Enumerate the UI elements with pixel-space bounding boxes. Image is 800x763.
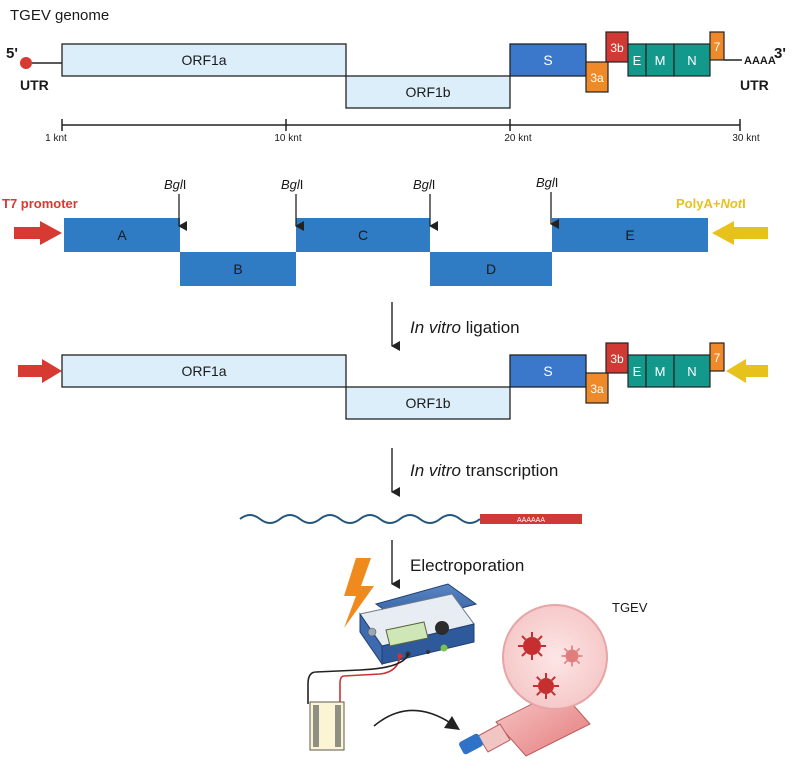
electroporator	[359, 583, 478, 666]
polya-arrow	[726, 359, 768, 383]
g7-box	[709, 342, 725, 372]
s-gene-box	[509, 43, 587, 77]
e-gene-label: E	[633, 53, 642, 68]
electroporation-step-label: Electroporation	[410, 556, 524, 575]
virus-icon	[518, 632, 546, 660]
utr3-label: UTR	[740, 77, 769, 93]
genome-scale: 1 knt 10 knt 20 knt 30 knt	[45, 119, 760, 144]
e-gene-label: E	[633, 364, 642, 379]
lightning-icon	[344, 558, 374, 628]
orf1b-label: ORF1b	[405, 395, 450, 411]
bgli-site-label: BglI	[536, 175, 558, 190]
m-gene-label: M	[655, 53, 666, 68]
orf1a-label: ORF1a	[181, 363, 226, 379]
virus-label: TGEV	[612, 600, 648, 615]
bgli-site-label: BglI	[413, 177, 435, 192]
polya-arrow	[712, 221, 768, 245]
g3a-label: 3a	[590, 71, 604, 85]
red-cable	[339, 655, 401, 704]
fragment-c-label: C	[358, 227, 368, 243]
fragment-c	[296, 218, 430, 252]
g7-box	[709, 31, 725, 61]
g3b-label: 3b	[610, 41, 624, 55]
fragment-assembly: T7 promoter PolyA+NotI A B C D E BglI Bg…	[2, 175, 768, 286]
s-gene-label: S	[543, 52, 552, 68]
t7-arrow	[14, 221, 62, 245]
t7-arrow	[18, 359, 62, 383]
g3a-box	[585, 372, 609, 404]
utr5-label: UTR	[20, 77, 49, 93]
bgli-site-label: BglI	[164, 177, 186, 192]
ligation-step-label: In vitro ligation	[410, 318, 520, 337]
flask-cap	[459, 733, 483, 755]
machine-indicator	[367, 627, 377, 637]
machine-knob	[435, 621, 449, 635]
orf1b-box	[345, 75, 511, 109]
black-cable	[307, 653, 409, 704]
figure-title: TGEV genome	[10, 7, 109, 24]
polya-noti-label: PolyA+NotI	[676, 196, 746, 211]
orf1a-box	[61, 354, 347, 388]
n-gene-label: N	[687, 364, 696, 379]
polya-tail	[480, 514, 582, 524]
rna-transcript: AAAAAA	[239, 514, 582, 524]
virus-icon	[561, 645, 583, 667]
bgli-site-label: BglI	[281, 177, 303, 192]
three-prime-label: 3'	[774, 45, 786, 62]
g7-label: 7	[714, 351, 721, 365]
five-prime-label: 5'	[6, 45, 18, 62]
orf1a-label: ORF1a	[181, 52, 226, 68]
scale-tick-label: 1 knt	[45, 133, 67, 144]
transcription-step-label: In vitro transcription	[410, 461, 558, 480]
orf1b-box	[345, 386, 511, 420]
m-gene-box	[645, 43, 675, 77]
transfer-arrow	[373, 709, 453, 727]
s-gene-label: S	[543, 363, 552, 379]
cuvette	[309, 701, 345, 751]
orf1b-label: ORF1b	[405, 84, 450, 100]
fragment-a-label: A	[117, 227, 127, 243]
n-gene-box	[673, 43, 711, 77]
machine-display	[385, 621, 429, 647]
rna-wave	[239, 514, 481, 524]
orf1a-box	[61, 43, 347, 77]
virus-icon	[533, 673, 559, 699]
g3b-label: 3b	[610, 352, 624, 366]
scale-tick-label: 10 knt	[274, 133, 301, 144]
polya-label: AAAA	[744, 55, 776, 67]
scale-tick-label: 30 knt	[732, 133, 759, 144]
s-gene-box	[509, 354, 587, 388]
machine-led	[440, 644, 448, 652]
t7-promoter-label: T7 promoter	[2, 196, 78, 211]
polya-tail-label: AAAAAA	[517, 517, 545, 524]
m-gene-label: M	[655, 364, 666, 379]
cap-dot	[20, 57, 32, 69]
n-gene-label: N	[687, 53, 696, 68]
assembled-genome: ORF1a ORF1b S 3a 3b E M N 7	[18, 342, 768, 420]
g7-label: 7	[714, 40, 721, 54]
fragment-d	[430, 252, 552, 286]
fragment-e	[552, 218, 708, 252]
g3a-box	[585, 61, 609, 93]
g3a-label: 3a	[590, 382, 604, 396]
fragment-d-label: D	[486, 261, 496, 277]
fragment-a	[64, 218, 180, 252]
virus-magnification	[502, 604, 608, 710]
fragment-b	[180, 252, 296, 286]
genome-map: 5' UTR ORF1a ORF1b S 3a 3b E M N 7 AAAA …	[6, 31, 786, 109]
fragment-e-label: E	[625, 227, 634, 243]
m-gene-box	[645, 354, 675, 388]
fragment-b-label: B	[233, 261, 242, 277]
scale-tick-label: 20 knt	[504, 133, 531, 144]
